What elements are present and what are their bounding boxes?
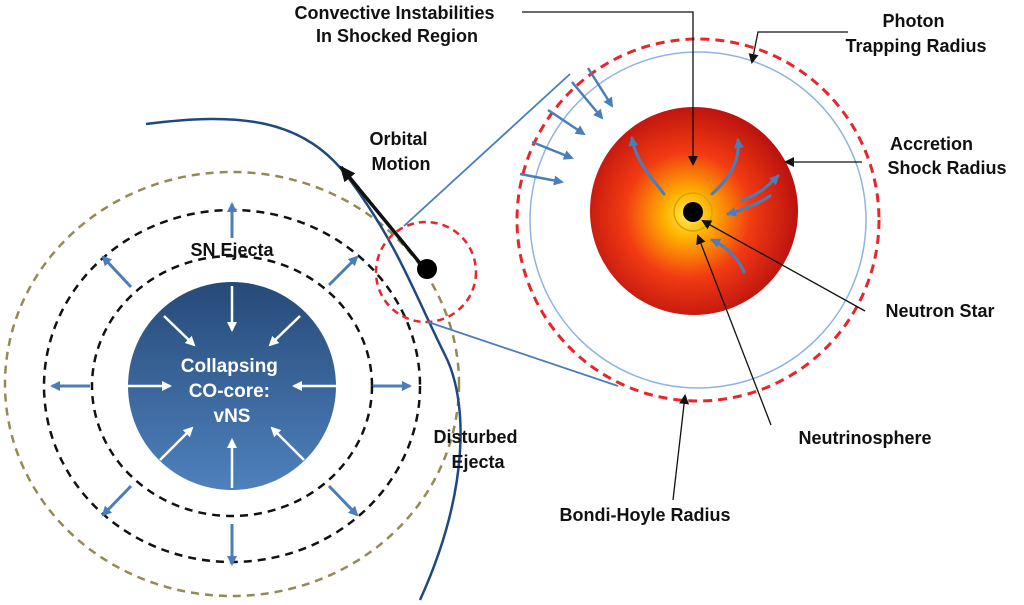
- outward-arrow: [327, 484, 359, 517]
- outward-arrows: [50, 202, 412, 566]
- bondi-hoyle-small-circle: [374, 220, 478, 324]
- accretion-shock-label: Accretion Shock Radius: [887, 134, 1006, 178]
- bondi-hoyle-label: Bondi-Hoyle Radius: [559, 505, 730, 525]
- zoom-line-bottom: [427, 321, 619, 387]
- inward-arrow: [270, 426, 305, 461]
- convective-arrow: [710, 238, 746, 274]
- infall-arrow: [571, 81, 604, 120]
- photon-trapping-label: Photon Trapping Radius: [845, 11, 986, 56]
- inward-arrow: [163, 315, 196, 347]
- orbital-motion-arrow: [339, 165, 426, 270]
- convective-leader: [522, 11, 698, 166]
- convective-arrow: [740, 174, 780, 202]
- neutron-star-large: [683, 202, 703, 222]
- bondi-hoyle-radius-circle: [515, 37, 881, 403]
- sn-ejecta-label: SN Ejecta: [190, 240, 274, 260]
- neutrinosphere-leader: [696, 234, 772, 426]
- convective-arrows: [628, 136, 780, 274]
- convective-arrow: [726, 194, 772, 217]
- orbital-motion-label: Orbital Motion: [369, 129, 432, 174]
- infall-arrow: [547, 108, 586, 136]
- neutrinosphere-ring: [673, 192, 713, 232]
- bondi-hoyle-leader: [672, 394, 690, 501]
- outward-arrow: [101, 255, 133, 289]
- convective-arrow: [628, 136, 666, 196]
- inward-arrow: [159, 426, 194, 461]
- photon-trapping-circle: [529, 51, 867, 389]
- inward-arrows: [128, 286, 336, 488]
- ejecta-dashed-ring-inner: [90, 254, 374, 518]
- outward-arrow: [327, 255, 359, 287]
- infall-arrow: [531, 140, 574, 160]
- neutrinosphere-label: Neutrinosphere: [798, 428, 931, 448]
- inward-arrow: [268, 315, 301, 347]
- ejecta-outer-dashed-ring: [3, 170, 461, 598]
- infall-arrow: [586, 67, 614, 108]
- collapsing-core: [128, 282, 336, 490]
- disturbed-ejecta-curve: [145, 117, 462, 601]
- core-label: Collapsing CO-core: vNS: [181, 356, 283, 427]
- convective-arrow: [710, 138, 744, 196]
- infall-arrows: [519, 67, 614, 186]
- leader-lines: [522, 11, 866, 501]
- outward-arrow: [101, 484, 133, 517]
- infall-arrow: [519, 172, 564, 186]
- disturbed-ejecta-label: Disturbed Ejecta: [433, 427, 522, 472]
- convective-label: Convective Instabilities In Shocked Regi…: [294, 3, 499, 46]
- neutron-star-leader: [701, 220, 866, 312]
- neutron-star-small: [417, 259, 437, 279]
- neutron-star-label: Neutron Star: [885, 301, 994, 321]
- photon-leader: [748, 31, 848, 64]
- zoom-line-top: [403, 73, 571, 227]
